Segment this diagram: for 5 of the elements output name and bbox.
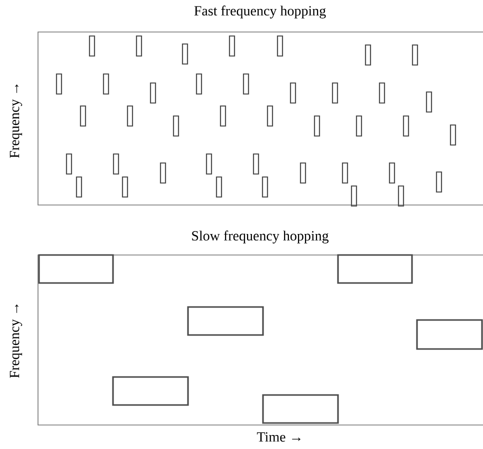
panel-title: Fast frequency hopping xyxy=(194,6,326,18)
panel-title: Slow frequency hopping xyxy=(192,230,329,244)
axis-label: Frequency → xyxy=(10,304,22,378)
axis-label: Time → xyxy=(256,432,300,442)
axis-label: Frequency → xyxy=(10,84,22,158)
